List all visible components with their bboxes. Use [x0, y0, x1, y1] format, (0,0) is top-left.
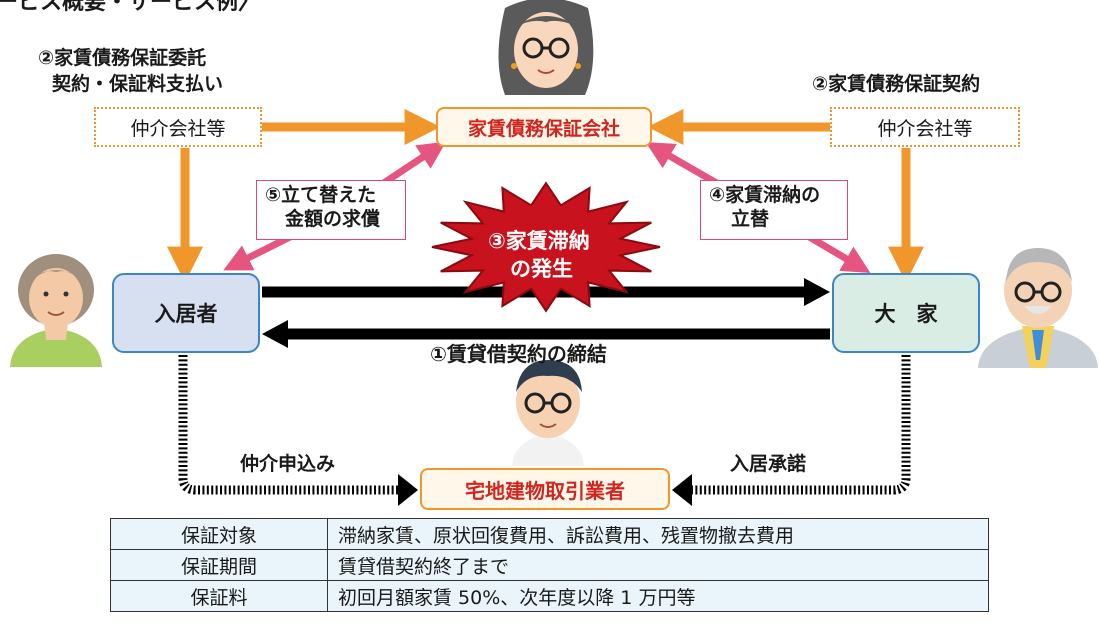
broker-left-label: 仲介申込み [240, 453, 336, 475]
step2-right-label: ②家賃債務保証契約 [812, 73, 981, 95]
step1-label: ①賃貸借契約の締結 [430, 342, 607, 366]
broker-arrow-right-head [672, 474, 692, 506]
broker-line-left [178, 355, 400, 495]
tenant-label: 入居者 [154, 302, 218, 326]
broker-man-avatar [512, 360, 584, 466]
broker-line-right [690, 355, 911, 495]
step3-line1: ③家賃滞納 [488, 229, 590, 253]
burst-shape [431, 181, 661, 313]
terms-value: 初回月額家賃 50%、次年度以降 1 万円等 [327, 580, 989, 612]
agent-box-left-label: 仲介会社等 [130, 117, 226, 140]
landlord-label: 大 家 [874, 302, 938, 326]
landlord-old-man-avatar [978, 248, 1098, 368]
broker-right-label: 入居承諾 [730, 453, 807, 475]
step5-line2: 金額の求償 [285, 208, 381, 230]
guarantee-company-box: 家賃債務保証会社 [436, 107, 652, 147]
terms-value: 賃貸借契約終了まで [327, 549, 989, 581]
terms-key: 保証対象 [110, 518, 328, 550]
terms-value: 滞納家賃、原状回復費用、訴訟費用、残置物撤去費用 [327, 518, 989, 550]
step2-left-line1: ②家賃債務保証委託 [38, 47, 207, 69]
arrow-head-right [804, 278, 830, 306]
table-row: 保証対象 滞納家賃、原状回復費用、訴訟費用、残置物撤去費用 [110, 518, 989, 550]
step4-line2: 立替 [731, 208, 770, 230]
terms-table: 保証対象 滞納家賃、原状回復費用、訴訟費用、残置物撤去費用 保証期間 賃貸借契約… [110, 518, 989, 612]
tenant-woman-avatar [10, 254, 102, 367]
broker-arrow-left-head [398, 474, 418, 506]
arrow-head-left [262, 320, 288, 348]
step5-line1: ⑤立て替えた [265, 184, 377, 206]
terms-key: 保証料 [110, 580, 328, 612]
tenant-box: 入居者 [112, 273, 260, 353]
header-fragment: ービス概要・サービス例〉 [0, 0, 261, 15]
landlord-box: 大 家 [832, 273, 980, 353]
terms-key: 保証期間 [110, 549, 328, 581]
step3-line2: の発生 [510, 257, 573, 281]
step5-box: ⑤立て替えた 金額の求償 [256, 180, 406, 240]
guarantee-company-label: 家賃債務保証会社 [467, 117, 620, 140]
step4-line1: ④家賃滞納の [709, 184, 821, 206]
table-row: 保証期間 賃貸借契約終了まで [110, 549, 989, 581]
woman-glasses-avatar [498, 0, 594, 95]
step4-box: ④家賃滞納の 立替 [700, 180, 848, 240]
agent-box-right: 仲介会社等 [830, 107, 1020, 147]
broker-box: 宅地建物取引業者 [420, 468, 670, 510]
agent-box-left: 仲介会社等 [94, 107, 262, 147]
agent-box-right-label: 仲介会社等 [877, 117, 973, 140]
table-row: 保証料 初回月額家賃 50%、次年度以降 1 万円等 [110, 580, 989, 612]
step2-left-line2: 契約・保証料支払い [52, 73, 224, 95]
broker-label: 宅地建物取引業者 [465, 478, 625, 503]
